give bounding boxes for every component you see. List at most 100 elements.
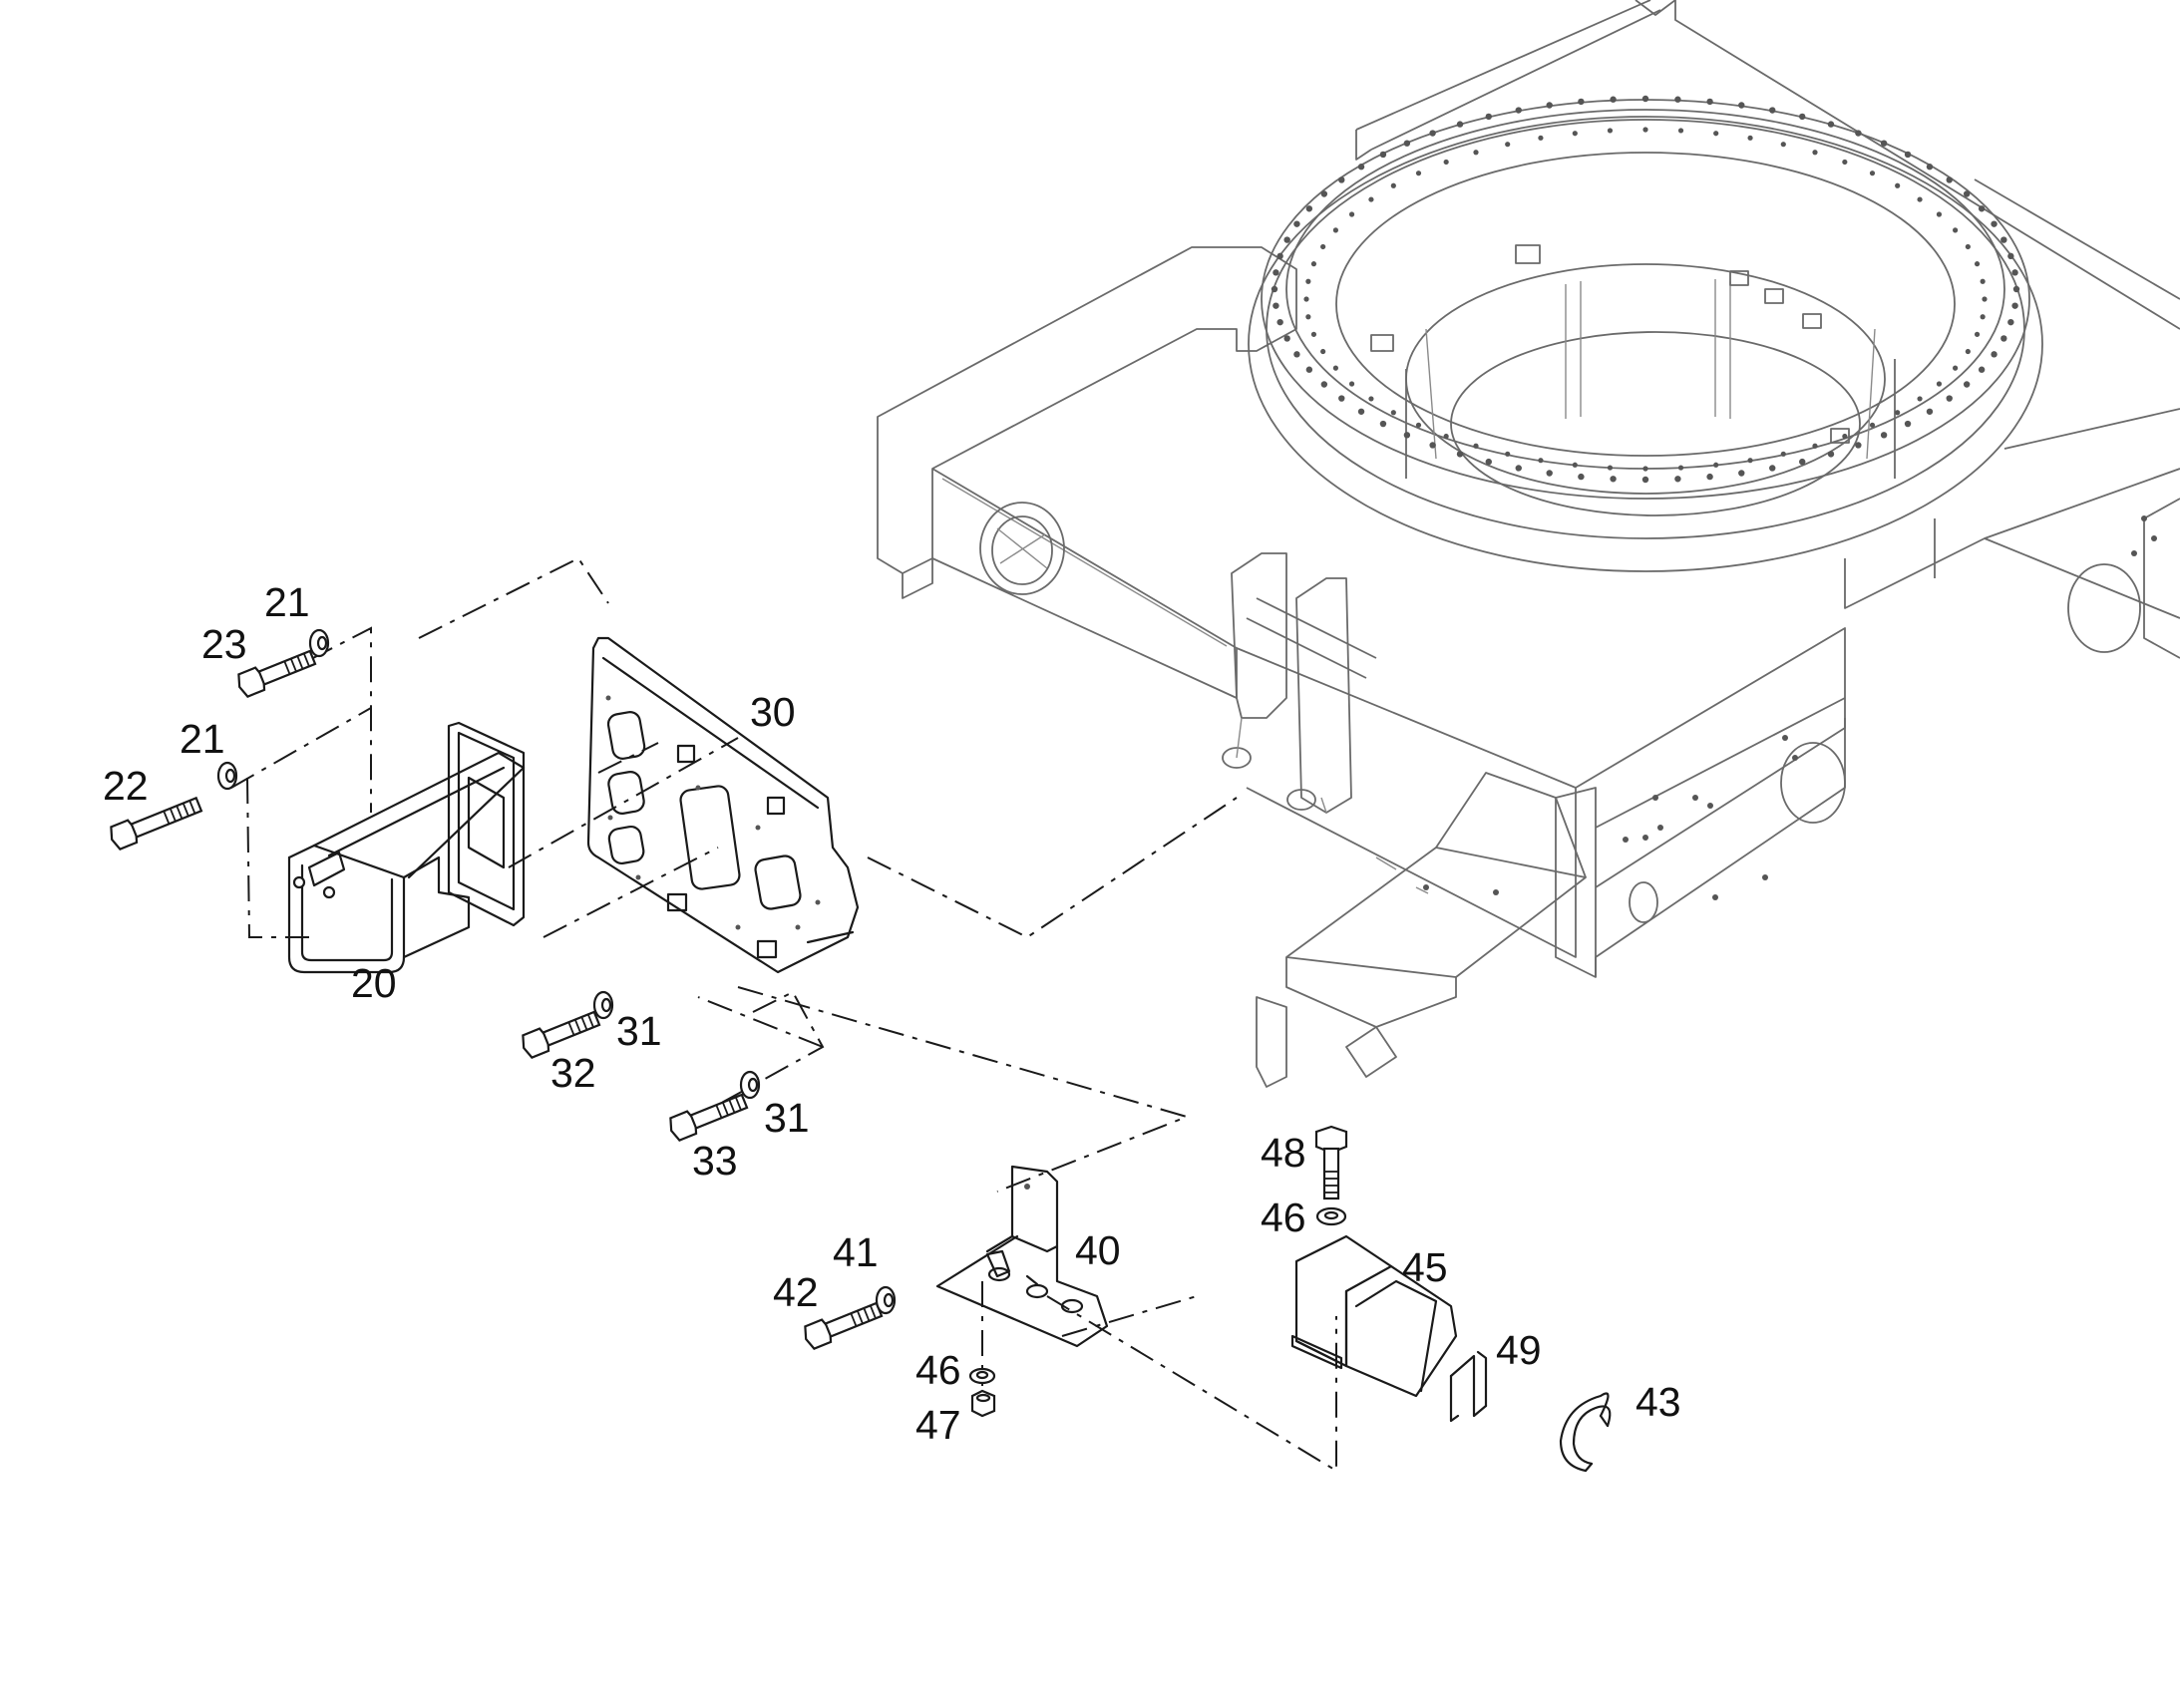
ring-bolt-hole [1485,113,1492,121]
ring-bolt-hole [1978,205,1986,212]
ring-bolt-hole [1980,314,1986,320]
ring-bolt-hole [1855,442,1862,449]
ring-bolt-hole [1842,159,1848,166]
ring-bolt-hole [1272,269,1279,276]
ring-bolt-hole [1780,142,1786,148]
ring-bolt-hole [1429,130,1436,137]
part-45-cover [1290,1234,1458,1398]
ring-bolt-hole [1610,96,1617,103]
bolt-42 [804,1301,884,1350]
ring-bolt-hole [1738,470,1745,477]
ring-bolt-hole [1607,465,1614,471]
ring-bolt-hole [1769,107,1776,114]
ring-bolt-hole [1485,458,1492,466]
ring-bolt-hole [1348,211,1355,217]
callout-47: 47 [915,1402,961,1448]
ring-bolt-hole [1799,458,1806,466]
ring-bolt-hole [1456,121,1464,128]
ring-bolt-hole [1706,473,1713,481]
ring-bolt-hole [1578,98,1585,106]
ring-bolt-hole [1641,95,1649,103]
ring-bolt-hole [1320,348,1326,355]
ring-bolt-hole [1538,458,1544,464]
ring-bolt-hole [1880,432,1888,439]
ring-bolt-hole [1747,135,1753,141]
ring-bolt-hole [1713,462,1719,468]
ring-bolt-hole [2000,236,2007,243]
ring-bolt-hole [1390,410,1396,416]
ring-bolt-hole [1320,381,1328,388]
callout-31: 31 [616,1008,662,1054]
ring-bolt-hole [1641,476,1649,484]
callout-43: 43 [1635,1379,1681,1425]
ring-bolt-hole [1812,443,1818,449]
ring-bolt-hole [2011,269,2018,276]
ring-bolt-hole [1642,466,1648,472]
ring-bolt-hole [1926,164,1934,171]
bolt-22 [110,796,203,851]
ring-bolt-hole [1473,443,1479,449]
ring-bolt-hole [1305,278,1311,284]
ring-bolt-hole [1812,150,1818,156]
ring-bolt-hole [1332,365,1338,371]
ring-bolt-hole [1305,205,1313,212]
part-43-ring [1559,1392,1612,1473]
ring-bolt-hole [1677,128,1684,134]
bolt-48 [1314,1125,1348,1200]
ring-bolt-hole [1869,422,1876,428]
part-49-clip [1449,1350,1488,1423]
ring-bolt-hole [1515,465,1522,472]
ring-bolt-hole [1456,451,1464,458]
ring-bolt-hole [1271,285,1278,293]
ring-bolt-hole [1546,102,1553,109]
ring-bolt-hole [1505,142,1511,148]
ring-bolt-hole [1505,451,1511,457]
callout-49: 49 [1496,1327,1542,1373]
ring-bolt-hole [1348,381,1355,387]
callout-22: 22 [103,763,149,809]
washer-31 [592,990,614,1020]
ring-bolt-hole [1769,465,1776,472]
ring-bolt-hole [1674,476,1681,483]
ring-bolt-hole [1338,395,1345,402]
ring-bolt-hole [1320,243,1326,250]
washer-21 [216,761,238,791]
ring-bolt-hole [1738,102,1745,109]
ring-bolt-hole [1917,196,1923,202]
ring-bolt-hole [1610,476,1617,483]
part-40-bracket [935,1165,1109,1348]
ring-bolt-hole [1443,433,1449,440]
callout-21: 21 [264,579,310,625]
undercarriage-frame [877,0,2180,1088]
ring-bolt-hole [1674,96,1681,103]
callout-46: 46 [1261,1195,1306,1240]
ring-bolt-hole [1855,130,1862,137]
callout-33: 33 [692,1138,738,1184]
ring-bolt-hole [1429,442,1436,449]
ring-bolt-hole [1880,140,1888,147]
ring-bolt-hole [2012,285,2020,293]
ring-bolt-hole [1895,410,1901,416]
ring-bolt-hole [1368,196,1374,202]
ring-bolt-hole [1293,351,1300,358]
ring-bolt-hole [1357,408,1365,415]
ring-bolt-hole [1303,296,1309,302]
washer-41 [875,1285,897,1315]
callout-31: 31 [764,1095,810,1141]
ring-bolt-hole [1283,335,1290,342]
ring-bolt-hole [1953,227,1959,233]
ring-bolt-hole [1904,151,1912,159]
ring-bolt-hole [2007,252,2014,260]
ring-bolt-hole [1642,127,1648,133]
ring-bolt-hole [2007,318,2014,326]
callout-30: 30 [750,689,796,735]
bolt-23 [237,649,317,698]
ring-bolt-hole [2011,302,2018,309]
ring-bolt-hole [1963,381,1971,388]
ring-bolt-hole [2000,335,2007,342]
callout-labels: 20 21 21 22 23 30 31 31 32 33 40 41 42 4… [103,579,1681,1448]
ring-bolt-hole [1936,211,1943,217]
ring-bolt-hole [1473,150,1479,156]
ring-bolt-hole [1276,318,1283,326]
